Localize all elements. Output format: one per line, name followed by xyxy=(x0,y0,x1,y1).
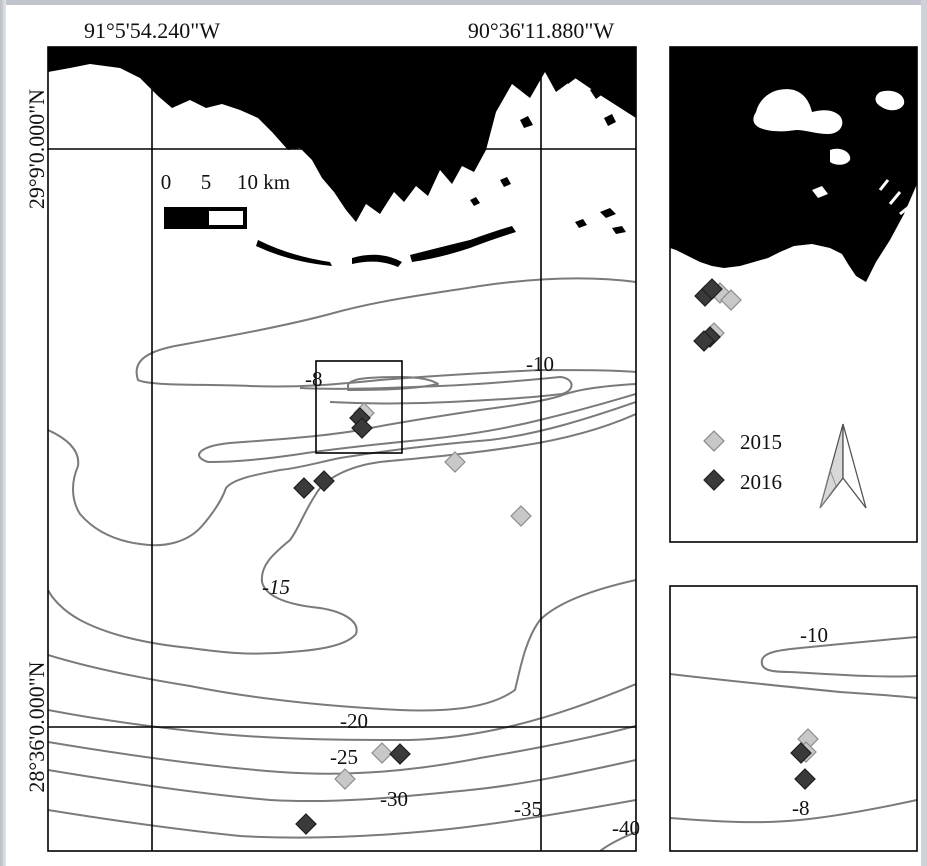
station-marker-2015 xyxy=(510,505,532,527)
contour-line xyxy=(347,376,439,391)
station-marker-2015 xyxy=(720,289,742,311)
legend-swatch-2015 xyxy=(703,430,725,452)
station-marker-2015 xyxy=(371,742,393,764)
station-marker-2016 xyxy=(313,470,335,492)
inset-map-frame xyxy=(669,585,918,852)
lake xyxy=(875,90,905,111)
contour-line xyxy=(299,376,573,405)
contour-line xyxy=(135,277,636,388)
station-marker-2015 xyxy=(444,451,466,473)
scale-label-10: 10 km xyxy=(237,170,290,194)
legend-swatch-2016 xyxy=(703,469,725,491)
legend: 2015 2016 xyxy=(703,430,782,494)
contour-line xyxy=(48,799,636,839)
inset-contour xyxy=(670,799,917,824)
contour-label: -25 xyxy=(330,745,358,769)
barrier-island-1 xyxy=(256,240,332,266)
north-arrow-icon xyxy=(819,423,867,509)
station-marker-2016 xyxy=(693,330,715,352)
contour-label: -10 xyxy=(526,352,554,376)
station-marker-2016 xyxy=(293,477,315,499)
contour-label: -8 xyxy=(305,367,323,391)
scale-bar-segment xyxy=(209,211,243,225)
legend-label-2016: 2016 xyxy=(740,470,782,494)
scale-label-0: 0 xyxy=(161,170,172,194)
lon-label-right: 90°36'11.880"W xyxy=(468,18,614,43)
lon-label-left: 91°5'54.240"W xyxy=(84,18,220,43)
station-marker-2016 xyxy=(295,813,317,835)
study-area-box xyxy=(315,360,403,454)
contour-line xyxy=(48,413,636,655)
legend-label-2015: 2015 xyxy=(740,430,782,454)
lake xyxy=(753,89,843,134)
contour-line xyxy=(48,683,636,741)
inset-contour xyxy=(760,636,917,678)
land-mass xyxy=(48,47,636,222)
inset-contour-label: -8 xyxy=(792,796,810,820)
contour-line xyxy=(48,401,636,547)
station-marker-2016 xyxy=(794,768,816,790)
main-map-frame xyxy=(47,46,637,852)
contour-line xyxy=(599,831,636,851)
station-marker-2016 xyxy=(389,743,411,765)
station-marker-2016 xyxy=(351,417,373,439)
lake xyxy=(812,148,851,198)
barrier-island-2 xyxy=(352,254,402,267)
coast-gap xyxy=(878,179,911,216)
lat-label-bottom: 28°36'0.000"N xyxy=(24,661,49,792)
sampling-stations xyxy=(293,278,819,835)
inset-map: -10 -8 xyxy=(669,585,918,852)
inset-contour-label: -10 xyxy=(800,623,828,647)
lat-label-top: 29°9'0.000"N xyxy=(24,89,49,209)
inset-contour xyxy=(670,673,917,699)
overview-map: 2015 2016 xyxy=(669,46,918,543)
contour-label: -35 xyxy=(514,797,542,821)
top-edge xyxy=(0,0,927,5)
overview-land xyxy=(670,47,917,282)
station-marker-2016 xyxy=(790,742,812,764)
left-edge xyxy=(0,0,6,866)
station-marker-2015 xyxy=(334,768,356,790)
right-edge xyxy=(921,0,927,866)
barrier-island-3 xyxy=(410,226,516,262)
scale-bar: 0 5 10 km xyxy=(161,170,290,229)
main-map xyxy=(47,46,637,852)
contour-label: -20 xyxy=(340,709,368,733)
contour-line xyxy=(48,759,636,803)
contour-label: -15 xyxy=(262,575,290,599)
contour-line xyxy=(198,383,636,463)
overview-map-frame xyxy=(669,46,918,543)
station-marker-2016 xyxy=(701,278,723,300)
contour-label: -30 xyxy=(380,787,408,811)
scale-label-5: 5 xyxy=(201,170,212,194)
contour-label: -40 xyxy=(612,816,640,840)
contour-line xyxy=(48,579,636,712)
